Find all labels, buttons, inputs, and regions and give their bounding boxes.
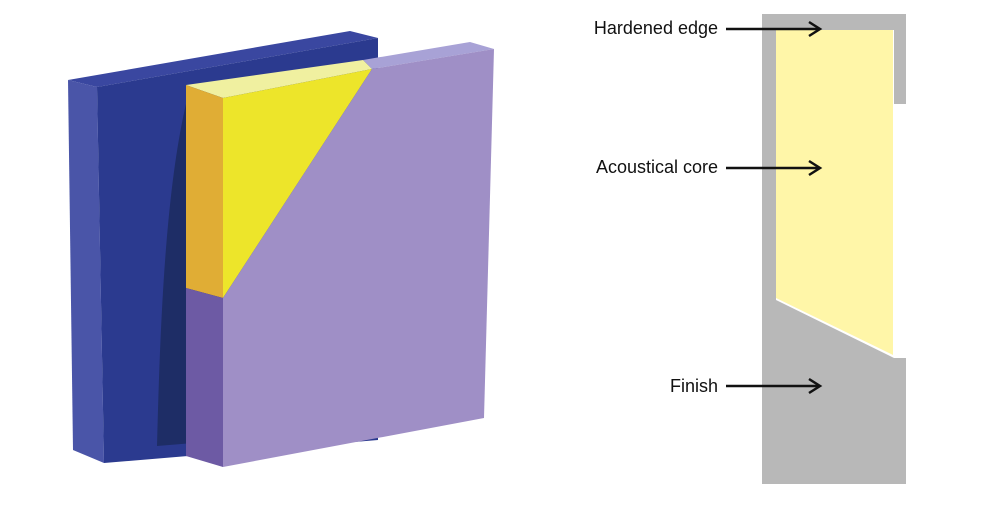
front-panel-face [223, 49, 494, 467]
front-panel-top [363, 42, 494, 69]
label-finish: Finish [669, 376, 718, 396]
section-acoustical-core [776, 30, 893, 355]
panel-illustration [68, 31, 494, 467]
front-panel-side [186, 288, 223, 467]
back-panel-top [68, 31, 378, 87]
arrow-hardened-edge [726, 20, 823, 38]
arrow-head [808, 377, 823, 395]
arrow-head [808, 159, 823, 177]
label-acoustical-core: Acoustical core [595, 157, 718, 177]
arrow-acoustical-core [726, 159, 823, 177]
arrow-finish [726, 377, 823, 395]
arrow-head [808, 20, 823, 38]
core-top [186, 60, 372, 98]
label-hardened-edge: Hardened edge [593, 18, 718, 38]
back-panel-side [68, 80, 104, 463]
cross-section [762, 14, 906, 484]
core-side [186, 85, 223, 298]
